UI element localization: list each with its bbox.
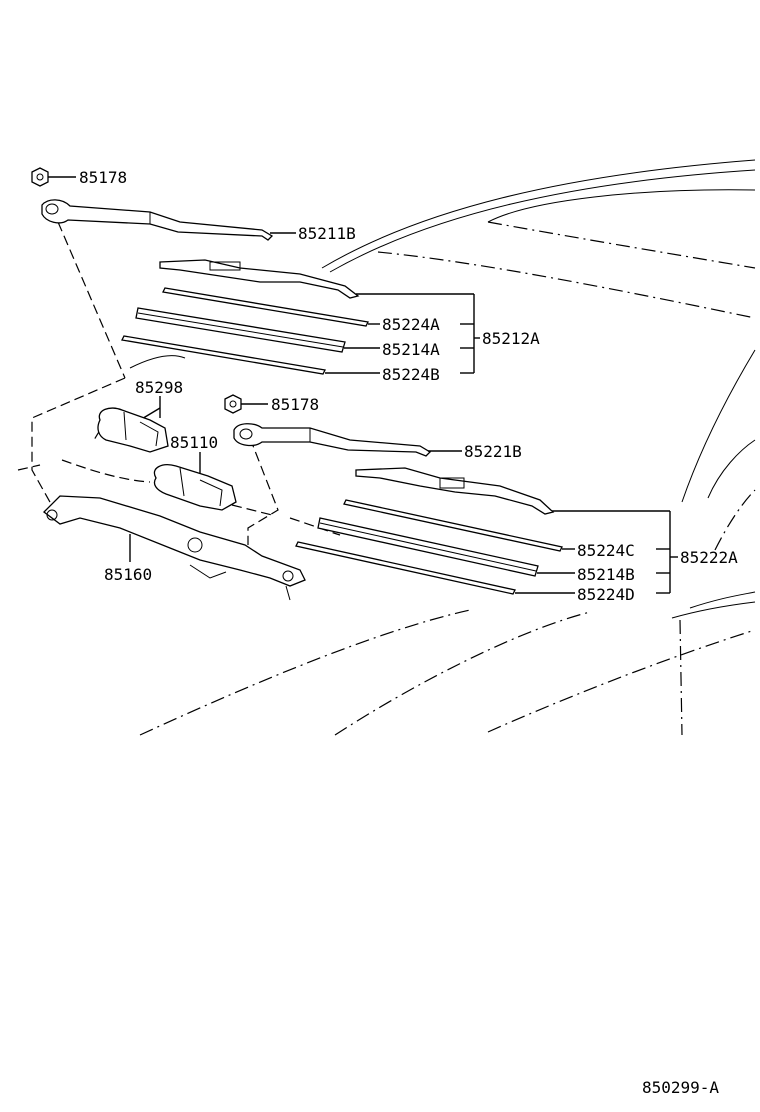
label-blade-assy-a: 85212A [482,329,540,348]
label-blade-assy-b: 85222A [680,548,738,567]
cover-leaders [139,396,161,421]
motor-housing-part [97,407,169,453]
blade-refill-a-part [162,287,380,327]
car-body-outline [17,159,756,736]
nut-lower-part [224,394,268,414]
blade-frame-a-part [159,259,474,299]
label-motor: 85110 [170,433,218,452]
diagram-id: 850299-A [642,1078,719,1097]
label-link: 85160 [104,565,152,584]
label-refill-b: 85224B [382,365,440,384]
wiper-motor-part [153,452,237,511]
wiper-arm-rear-part [233,423,462,457]
label-rubber-b: 85214B [577,565,635,584]
blade-rubber-b-part [317,517,575,577]
blade-refill-b-part [121,335,380,375]
label-nut-upper: 85178 [79,168,127,187]
blade-refill-d-part [295,541,575,595]
blade-frame-b-part [355,467,670,515]
label-arm-front: 85211B [298,224,356,243]
label-arm-rear: 85221B [464,442,522,461]
wiper-link-part [43,495,306,601]
label-refill-a: 85224A [382,315,440,334]
label-refill-d: 85224D [577,585,635,604]
blade-refill-c-part [343,499,575,552]
nut-upper-part [31,167,76,187]
label-rubber-a: 85214A [382,340,440,359]
bracket-blade-assy-b [656,511,678,594]
label-refill-c: 85224C [577,541,635,560]
blade-rubber-a-part [135,307,380,353]
wiper-arm-front-part [41,199,296,241]
label-nut-lower: 85178 [271,395,319,414]
bracket-blade-assy-a [460,294,480,374]
label-cover: 85298 [135,378,183,397]
